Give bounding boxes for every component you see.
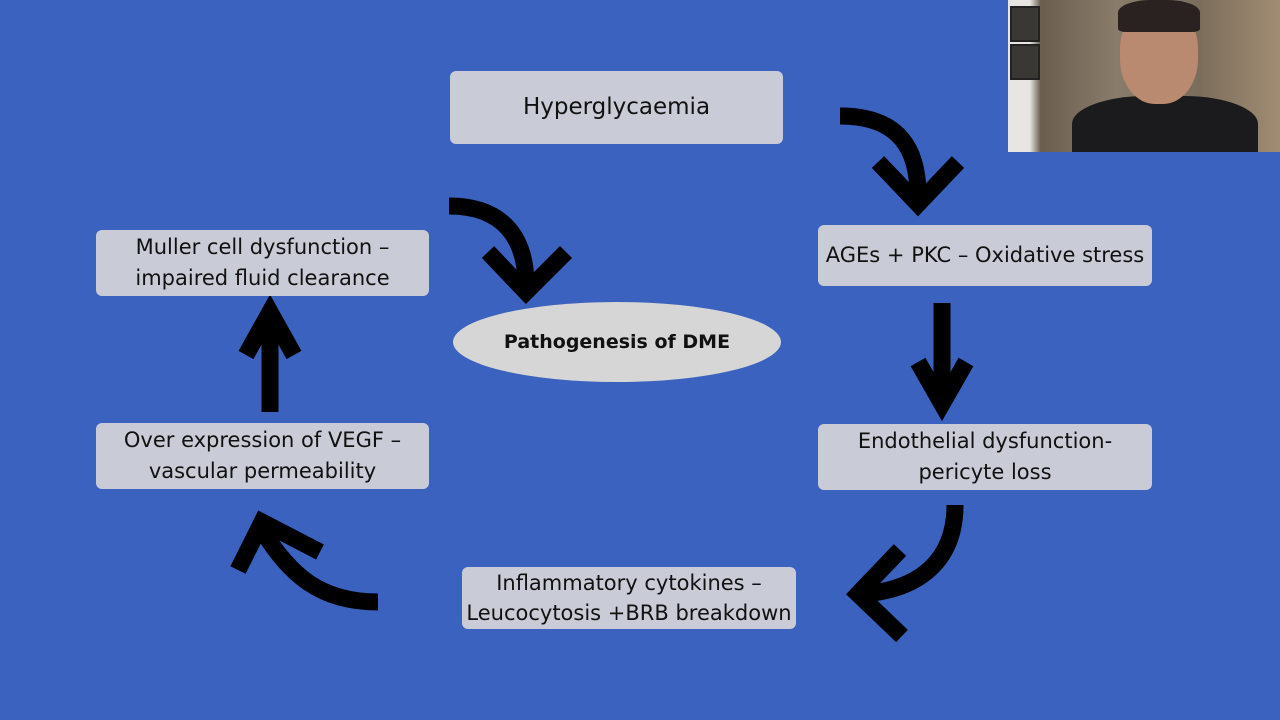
- node-text: pericyte loss: [918, 460, 1052, 484]
- arrowhead: [238, 294, 302, 360]
- presenter-hair: [1118, 0, 1200, 32]
- node-text: AGEs + PKC – Oxidative stress: [825, 243, 1145, 267]
- node-text: Endothelial dysfunction-: [857, 429, 1113, 453]
- wall-frame: [1010, 44, 1040, 80]
- node-inflammatory: Inflammatory cytokines – Leucocytosis +BR…: [462, 567, 796, 629]
- webcam-overlay: [1008, 0, 1280, 152]
- presenter-body: [1072, 96, 1258, 152]
- node-text: vascular permeability: [148, 459, 377, 483]
- arrow-muller-to-center: [448, 197, 535, 286]
- node-muller: Muller cell dysfunction – impaired fluid …: [96, 230, 429, 296]
- node-text: Muller cell dysfunction –: [135, 235, 390, 259]
- node-text: Inflammatory cytokines –: [496, 571, 762, 595]
- node-text: Hyperglycaemia: [522, 94, 711, 120]
- node-text: Leucocytosis +BRB breakdown: [466, 601, 792, 625]
- arrow-inflammatory-to-vegf: [254, 525, 379, 611]
- arrow-hyper-to-ages: [839, 107, 927, 196]
- arrowhead: [871, 156, 965, 217]
- node-text: Over expression of VEGF –: [123, 428, 402, 452]
- node-vegf: Over expression of VEGF – vascular permea…: [96, 423, 429, 489]
- node-endothelial: Endothelial dysfunction-pericyte loss: [818, 424, 1152, 490]
- arrowhead: [910, 357, 974, 422]
- wall-frame: [1010, 6, 1040, 42]
- center-title-text: Pathogenesis of DME: [503, 331, 731, 353]
- arrowhead: [481, 245, 573, 305]
- arrow-endothelial-to-inflammatory: [861, 504, 964, 603]
- node-text: impaired fluid clearance: [135, 266, 390, 290]
- arrowhead: [230, 510, 324, 574]
- center-title: Pathogenesis of DME: [453, 302, 781, 382]
- node-ages-pkc: AGEs + PKC – Oxidative stress: [818, 225, 1152, 286]
- node-hyperglycaemia: Hyperglycaemia: [450, 71, 783, 144]
- arrowhead: [845, 544, 908, 643]
